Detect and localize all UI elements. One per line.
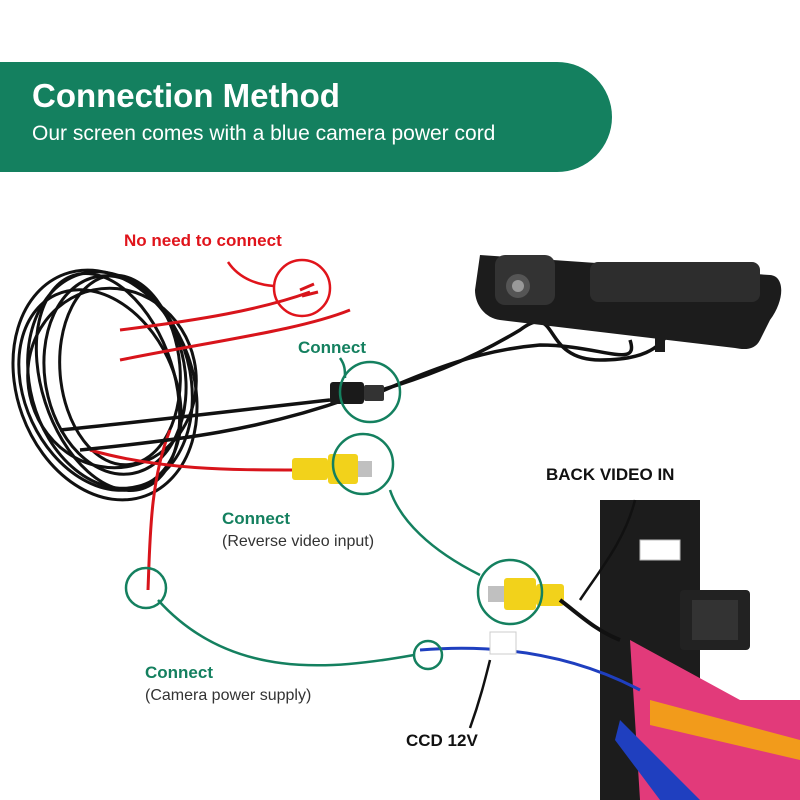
harness	[600, 500, 800, 800]
camera	[475, 255, 782, 352]
label-ccd-12v: CCD 12V	[406, 731, 478, 750]
label-connect-power-sub: (Camera power supply)	[145, 687, 312, 704]
label-connect-power: Connect	[145, 663, 213, 682]
blue-wire	[419, 646, 641, 692]
circle-video-harness	[476, 558, 544, 626]
barrel-connector	[330, 382, 384, 404]
header-banner	[0, 62, 612, 172]
label-no-need: No need to connect	[124, 231, 282, 250]
circle-power-red	[124, 566, 168, 610]
leader-video	[388, 489, 481, 577]
rca-connector-bottom	[488, 578, 564, 610]
page-title: Connection Method	[32, 77, 340, 114]
rca-connector-top	[292, 454, 372, 484]
leader-power	[157, 599, 415, 667]
circle-connect-top	[338, 360, 402, 424]
cable-coil	[11, 268, 199, 502]
leader-ccd	[468, 659, 492, 729]
label-back-video-in: BACK VIDEO IN	[546, 465, 675, 484]
leader-back-video	[578, 499, 637, 601]
circle-power-blue	[412, 639, 444, 671]
leader-connect-top	[338, 357, 347, 379]
label-connect-video-sub: (Reverse video input)	[222, 533, 375, 550]
page-subtitle: Our screen comes with a blue camera powe…	[32, 122, 496, 145]
label-connect-video: Connect	[222, 509, 290, 528]
circle-no-need	[272, 258, 332, 318]
label-connect-top: Connect	[298, 338, 366, 357]
leader-no-need	[226, 261, 275, 288]
red-wires	[89, 282, 351, 591]
wire-tag	[489, 631, 517, 655]
circle-connect-video	[331, 432, 395, 496]
